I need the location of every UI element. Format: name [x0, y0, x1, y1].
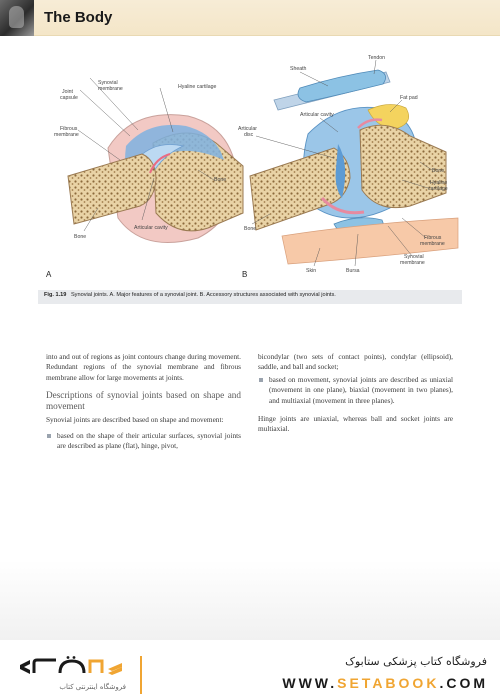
- panel-b-letter: B: [242, 270, 247, 279]
- bullet-shape: based on the shape of their articular su…: [46, 431, 241, 452]
- chapter-title: The Body: [44, 9, 113, 26]
- panel-a-drawing: [67, 114, 244, 243]
- setabook-logo[interactable]: فروشگاه اینترنتی کتاب: [16, 655, 128, 695]
- paragraph-hinge: Hinge joints are uniaxial, whereas ball …: [258, 414, 453, 434]
- label-a-bone-right: Bone: [214, 177, 226, 183]
- logo-subtitle: فروشگاه اینترنتی کتاب: [59, 682, 126, 691]
- figure-caption: Fig. 1.19 Synovial joints. A. Major feat…: [38, 290, 462, 304]
- label-a-bone-left: Bone: [74, 234, 86, 240]
- chapter-header: The Body: [0, 0, 500, 36]
- label-b-bone-left: Bone: [244, 226, 256, 232]
- label-a-hyaline-cartilage: Hyaline cartilage: [178, 84, 216, 90]
- caption-label: Fig. 1.19: [44, 292, 67, 298]
- label-b-bursa: Bursa: [346, 268, 360, 274]
- label-b-sheath: Sheath: [290, 66, 307, 72]
- label-b-bone-right: Bone: [432, 168, 444, 174]
- label-a-articular-cavity: Articular cavity: [134, 225, 168, 231]
- site-suffix: .COM: [439, 675, 488, 691]
- label-b-fat-pad: Fat pad: [400, 95, 418, 101]
- footer-divider: [140, 656, 142, 694]
- bullet-movement-text: based on movement, synovial joints are d…: [269, 374, 453, 405]
- text-column-right: bicondylar (two sets of contact points),…: [258, 352, 453, 435]
- page-bottom-fade: [0, 560, 500, 640]
- website-link[interactable]: WWW.SETABOOK.COM: [236, 675, 488, 691]
- label-b-skin: Skin: [306, 268, 316, 274]
- panel-a-letter: A: [46, 270, 52, 279]
- site-brand: SETABOOK: [337, 675, 440, 691]
- site-prefix: WWW.: [282, 675, 338, 691]
- panel-b-drawing: [249, 69, 459, 265]
- bullet-movement: based on movement, synovial joints are d…: [258, 375, 453, 406]
- paragraph-intro: Synovial joints are described based on s…: [46, 415, 224, 425]
- bullet-shape-continued: bicondylar (two sets of contact points),…: [258, 352, 453, 372]
- label-b-tendon: Tendon: [368, 55, 385, 61]
- text-column-left: into and out of regions as joint contour…: [46, 352, 241, 451]
- logo-wordmark-icon: [20, 656, 122, 675]
- label-b-articular-cavity: Articular cavity: [300, 112, 334, 118]
- paragraph-continued: into and out of regions as joint contour…: [46, 352, 241, 382]
- chapter-thumbnail-image: [0, 0, 34, 36]
- section-heading: Descriptions of synovial joints based on…: [46, 390, 241, 412]
- bullet-shape-text: based on the shape of their articular su…: [57, 430, 241, 451]
- store-title: فروشگاه کتاب پزشکی ستابوک: [345, 655, 487, 668]
- caption-text: Synovial joints. A. Major features of a …: [70, 292, 336, 298]
